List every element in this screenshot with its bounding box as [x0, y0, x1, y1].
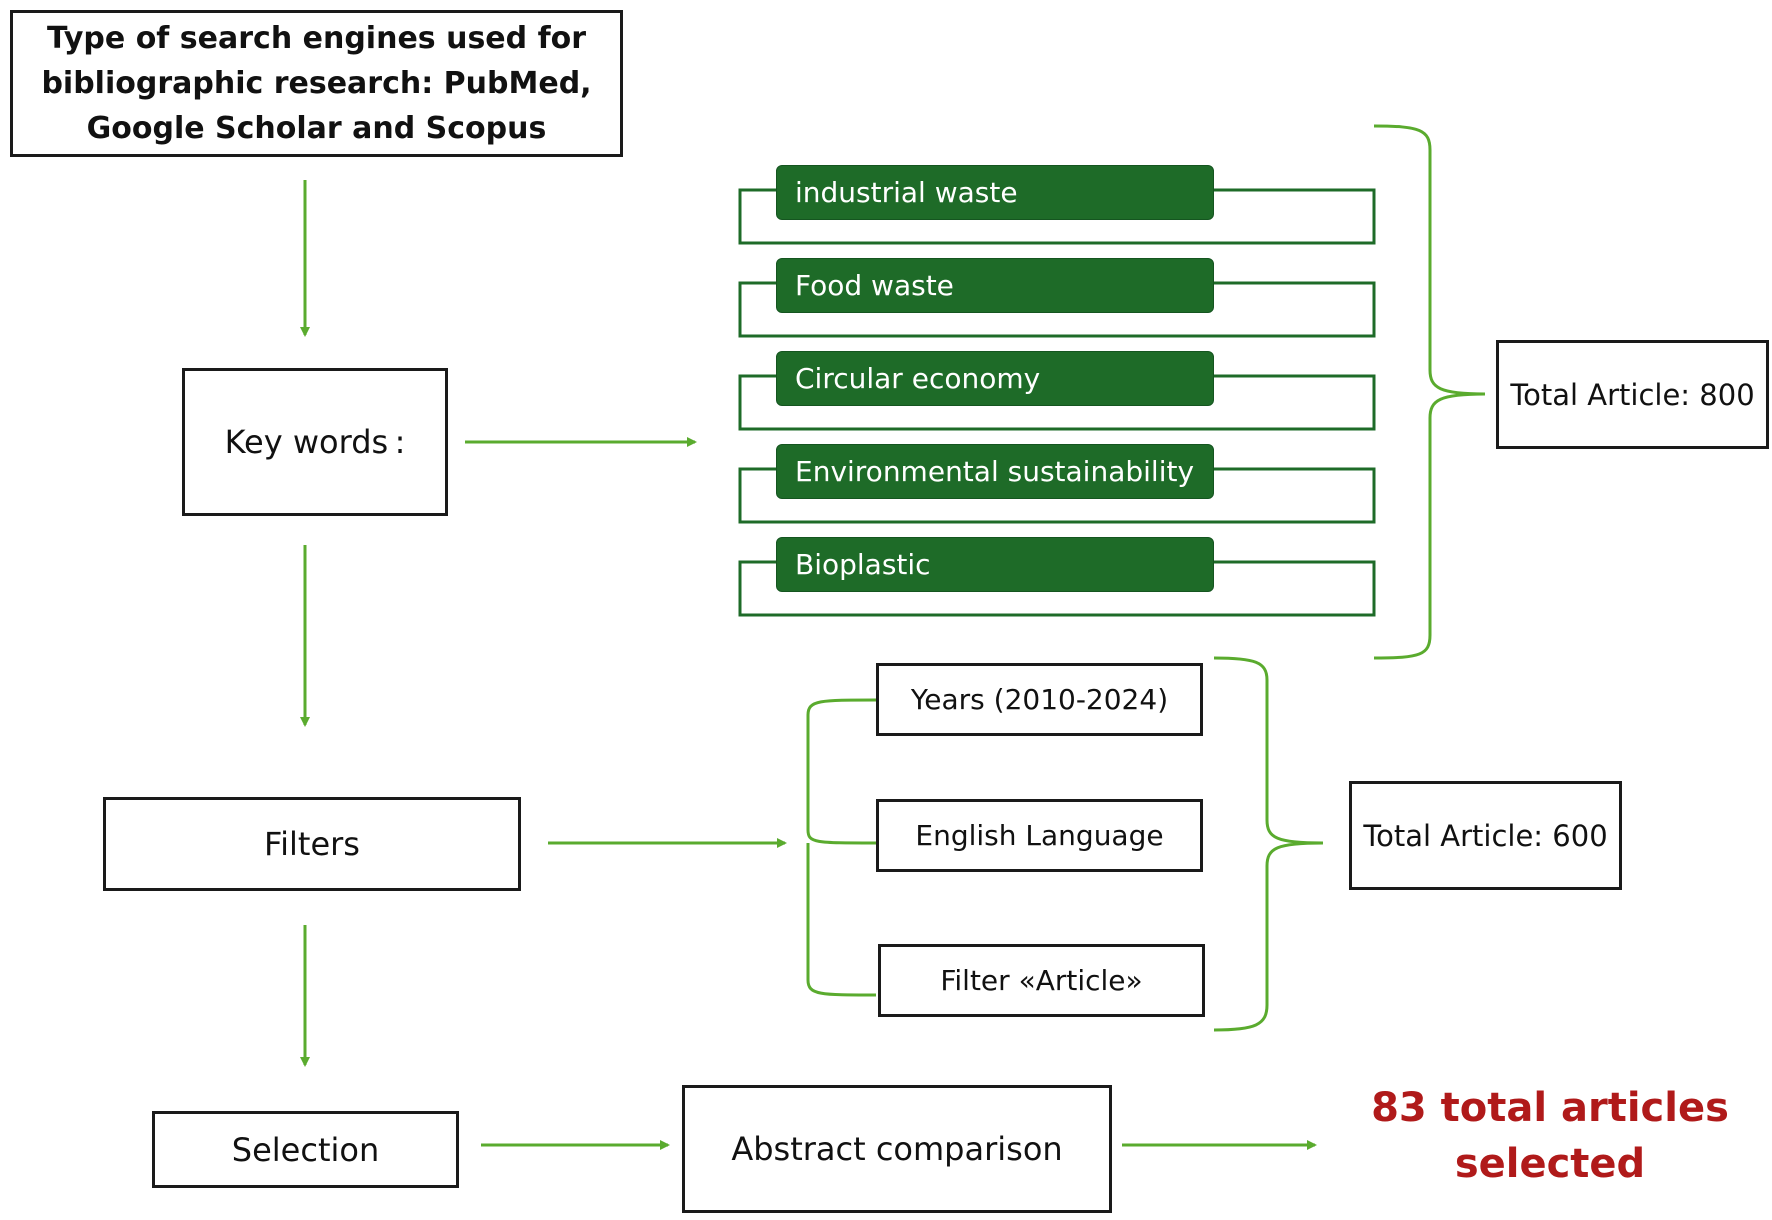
filters-box: Filters [103, 797, 521, 891]
keyword-bioplastic: Bioplastic [776, 537, 1214, 592]
total-article-600-text: Total Article: 600 [1363, 818, 1608, 853]
keyword-environmental-sustainability: Environmental sustainability [776, 444, 1214, 499]
keyword-industrial-waste: industrial waste [776, 165, 1214, 220]
keywords-box: Key words : [182, 368, 448, 516]
search-engines-box: Type of search engines used for bibliogr… [10, 10, 623, 157]
filters-label: Filters [264, 825, 360, 863]
keywords-label: Key words : [224, 423, 406, 461]
keywords-brace [1373, 124, 1486, 660]
filter-language-text: English Language [915, 819, 1164, 852]
filter-years-text: Years (2010-2024) [910, 683, 1169, 716]
keyword-frames [738, 188, 1376, 617]
total-article-800-text: Total Article: 800 [1510, 377, 1755, 412]
selection-box: Selection [152, 1111, 459, 1188]
selection-label: Selection [231, 1130, 380, 1169]
total-article-600-box: Total Article: 600 [1349, 781, 1622, 890]
filters-brace [1213, 656, 1324, 1032]
abstract-comparison-box: Abstract comparison [682, 1085, 1112, 1213]
keyword-circular-economy: Circular economy [776, 351, 1214, 406]
filter-language-box: English Language [876, 799, 1203, 872]
filter-years-box: Years (2010-2024) [876, 663, 1203, 736]
abstract-comparison-label: Abstract comparison [731, 1130, 1063, 1168]
result-line-2: selected [1454, 1141, 1646, 1187]
filters-bracket-left [806, 698, 877, 997]
search-engines-text: Type of search engines used for bibliogr… [41, 21, 592, 146]
filter-article-text: Filter «Article» [940, 964, 1143, 997]
keyword-food-waste: Food waste [776, 258, 1214, 313]
result-text: 83 total articles selected [1330, 1080, 1770, 1192]
result-line-1: 83 total articles [1371, 1085, 1729, 1131]
filter-article-box: Filter «Article» [878, 944, 1205, 1017]
total-article-800-box: Total Article: 800 [1496, 340, 1769, 449]
